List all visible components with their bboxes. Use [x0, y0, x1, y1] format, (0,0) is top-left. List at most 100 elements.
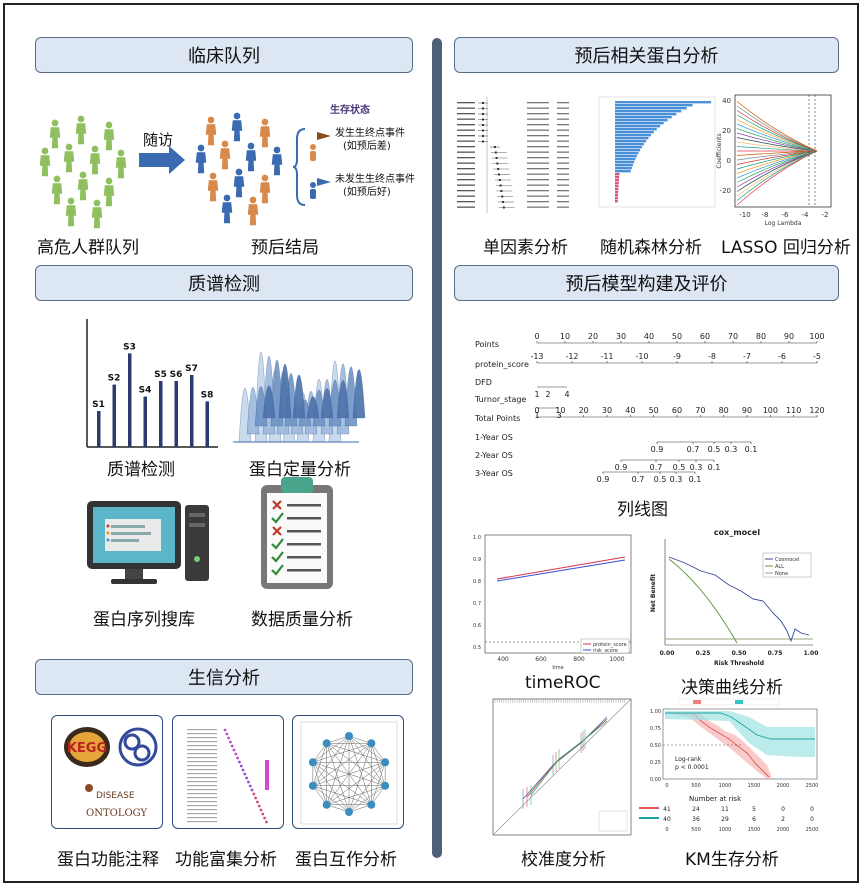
- points-ticklabel: 100: [809, 332, 824, 341]
- forest-label-line: [457, 195, 475, 197]
- event-yes-line1: 发生生终点事件: [335, 128, 405, 139]
- ppi-network: [300, 721, 398, 825]
- forest-hr-text: [527, 168, 549, 170]
- quant-peak: [278, 364, 292, 419]
- ppi-edge: [348, 762, 386, 813]
- person-head: [235, 168, 243, 176]
- km-ytick: 0.25: [650, 760, 661, 766]
- protein-score-ticklabel: -7: [743, 352, 751, 361]
- rf-bar: [615, 182, 619, 185]
- km-xtick: 1000: [719, 783, 732, 789]
- ms-peak-bar: [174, 381, 178, 447]
- ms-peak-label: S2: [108, 374, 121, 384]
- forest-p-text: [557, 151, 569, 153]
- total-points-ticklabel: 100: [763, 406, 778, 415]
- ppi-edge: [312, 785, 350, 813]
- os2-ticklabel: 0.3: [690, 463, 703, 472]
- enrichment-dot: [229, 740, 232, 744]
- total-points-ticklabel: 10: [555, 406, 565, 415]
- term-label-line: [187, 809, 217, 811]
- km-xtick: 0: [665, 783, 668, 789]
- person-body: [259, 182, 271, 204]
- forest-label-line: [457, 113, 475, 115]
- km-risk-xtick: 1500: [748, 827, 761, 833]
- forest-label-line: [457, 162, 475, 164]
- os1-ticklabel: 0.3: [725, 445, 738, 454]
- go-logo-icon: [118, 727, 158, 767]
- enrichment-dot: [225, 732, 229, 736]
- km-risk-row-label: [639, 817, 659, 819]
- km-xtick: 2000: [777, 783, 790, 789]
- lasso-ytick: 40: [722, 97, 731, 105]
- lasso-path: [736, 150, 818, 206]
- points-ticklabel: 40: [644, 332, 654, 341]
- calibration-label: 校准度分析: [521, 850, 606, 870]
- ppi-node: [381, 781, 390, 790]
- quant-peaks-chart: [233, 351, 366, 443]
- nomogram-row-label: 3-Year OS: [475, 469, 513, 478]
- rf-bar: [615, 158, 636, 161]
- term-label-line: [187, 729, 217, 731]
- rf-bar: [615, 107, 687, 110]
- forest-point: [498, 173, 500, 176]
- enrichment-dot: [234, 752, 238, 756]
- section-header-ms: 质谱检测: [35, 265, 413, 301]
- term-label-line: [187, 817, 217, 819]
- km-risk-value: 29: [721, 816, 729, 823]
- points-ticklabel: 0: [534, 332, 539, 341]
- forest-label-line: [457, 179, 475, 181]
- clipboard-icon: [261, 477, 333, 589]
- lasso-xtick: -10: [739, 211, 750, 219]
- ppi-node: [322, 800, 331, 809]
- stage-ticklabel: 3: [556, 411, 561, 420]
- forest-label-line: [457, 201, 475, 203]
- km-ci-low: [665, 711, 815, 757]
- outcome-label: 预后结局: [251, 238, 319, 258]
- dca-xtick: 0.75: [768, 650, 783, 657]
- checklist-line: [287, 530, 321, 533]
- roc-ytick: 0.5: [473, 645, 481, 651]
- forest-p-text: [557, 195, 569, 197]
- lasso-ylabel: Coefficients: [716, 133, 723, 168]
- quant-peak: [306, 396, 320, 419]
- km-ytick: 0.50: [650, 743, 661, 749]
- ppi-edge: [312, 762, 372, 805]
- lasso-xtick: -2: [822, 211, 829, 219]
- person-head: [117, 149, 125, 157]
- qc-label: 数据质量分析: [251, 610, 353, 630]
- forest-point: [482, 102, 484, 104]
- term-label-line: [187, 761, 217, 763]
- rf-bar: [615, 152, 639, 155]
- dfd-ticklabel: 2: [545, 390, 550, 399]
- cohort-label: 高危人群队列: [37, 238, 139, 258]
- person-head: [223, 194, 231, 202]
- rf-bar: [615, 155, 637, 158]
- forest-p-text: [557, 179, 569, 181]
- person-body: [221, 202, 233, 224]
- ms-peak-label: S7: [185, 364, 198, 374]
- forest-point: [494, 151, 497, 154]
- total-points-ticklabel: 20: [579, 406, 589, 415]
- rf-bar: [615, 173, 620, 176]
- checklist-line: [287, 556, 321, 559]
- forest-hr-text: [527, 173, 549, 175]
- nomogram-row-label: Turnor_stage: [474, 395, 526, 404]
- enrichment-dot: [230, 744, 234, 748]
- section-header-clinical: 临床队列: [35, 37, 413, 73]
- roc-legend: [580, 638, 630, 654]
- roc-xtick: 1000: [609, 656, 624, 663]
- forest-hr-text: [527, 124, 549, 126]
- protein-score-ticklabel: -9: [673, 352, 681, 361]
- rf-bar: [615, 110, 682, 113]
- rf-bar: [615, 170, 631, 173]
- person-body: [271, 154, 283, 176]
- lasso-ytick: -20: [720, 187, 731, 195]
- protein-score-ticklabel: -12: [565, 352, 578, 361]
- total-points-ticklabel: 110: [786, 406, 801, 415]
- km-logrank: Log-rank: [675, 756, 702, 763]
- km-xtick: 500: [691, 783, 701, 789]
- km-legend: [678, 698, 780, 706]
- forest-label-line: [457, 102, 475, 104]
